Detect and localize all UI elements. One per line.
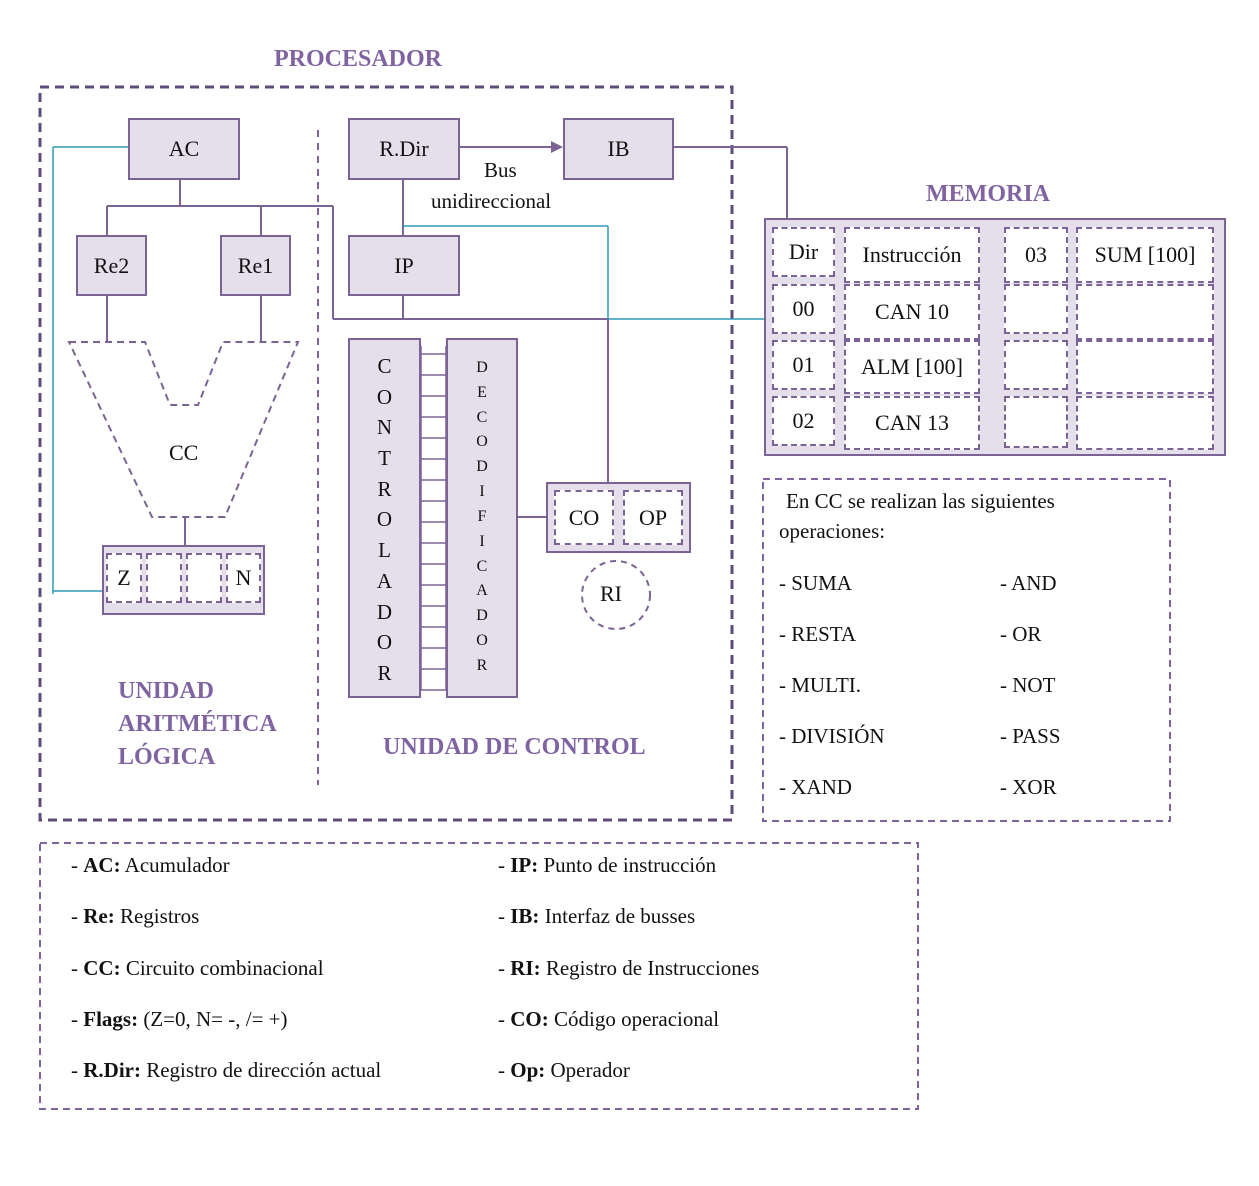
mem-cell-instr-2 — [1076, 284, 1214, 340]
control-ladder — [420, 346, 447, 691]
re1-register[interactable]: Re1 — [220, 235, 291, 296]
ri-circle — [581, 560, 651, 630]
operation-item: - OR — [1000, 622, 1042, 646]
mem-header-instruccion: Instrucción — [844, 227, 980, 283]
memory-title: MEMORIA — [926, 181, 1050, 207]
cc-label: CC — [169, 440, 199, 465]
legend-item: - CC: Circuito combinacional — [71, 956, 324, 980]
alu-title-line1: UNIDAD — [118, 678, 214, 704]
alu-title-line2: ARITMÉTICA — [118, 711, 277, 737]
re1-label: Re1 — [237, 252, 274, 278]
mem-cell-dir: 00 — [772, 284, 835, 334]
mem-cell-dir: 01 — [772, 340, 835, 390]
flag-empty-1 — [146, 553, 182, 603]
mem-header-sum: SUM [100] — [1076, 227, 1214, 283]
alu-title-line3: LÓGICA — [118, 744, 216, 770]
processor-title: PROCESADOR — [274, 46, 443, 72]
mem-cell-instr: CAN 10 — [844, 284, 980, 340]
mem-header-dir-2: 03 — [1004, 227, 1068, 283]
ri-label: RI — [600, 581, 622, 606]
re2-register[interactable]: Re2 — [76, 235, 147, 296]
control-unit-title: UNIDAD DE CONTROL — [383, 734, 646, 760]
legend-item: - CO: Código operacional — [498, 1007, 720, 1031]
mem-cell-dir-2 — [1004, 396, 1068, 448]
operations-intro-line1: En CC se realizan las siguientes — [786, 489, 1055, 513]
operation-item: - AND — [1000, 571, 1057, 595]
operations-frame — [762, 478, 1171, 822]
ib-register[interactable]: IB — [563, 118, 674, 180]
op-field: OP — [623, 490, 683, 545]
bus-label-line1: Bus — [484, 158, 517, 182]
operation-item: - XAND — [779, 775, 852, 799]
ac-label: AC — [168, 136, 200, 161]
processor-frame — [38, 85, 734, 822]
mem-cell-dir-2 — [1004, 340, 1068, 390]
mem-cell-instr-2 — [1076, 340, 1214, 394]
operation-item: - PASS — [1000, 724, 1061, 748]
re2-label: Re2 — [93, 252, 130, 278]
mem-header-dir: Dir — [772, 227, 835, 277]
legend-frame — [39, 842, 919, 1110]
decodificador-block[interactable] — [446, 338, 518, 698]
mem-cell-instr-2 — [1076, 396, 1214, 450]
operation-item: - MULTI. — [779, 673, 862, 697]
rdir-label: R.Dir — [379, 136, 429, 161]
mem-cell-dir: 02 — [772, 396, 835, 446]
flag-n: N — [226, 553, 261, 603]
mem-cell-dir-2 — [1004, 284, 1068, 334]
legend-item: - IP: Punto de instrucción — [498, 853, 717, 877]
flag-z: Z — [106, 553, 142, 603]
ac-register[interactable]: AC — [128, 118, 240, 180]
co-field: CO — [554, 490, 614, 545]
operation-item: - XOR — [1000, 775, 1057, 799]
legend-item: - Re: Registros — [71, 904, 200, 928]
legend-item: - RI: Registro de Instrucciones — [498, 956, 760, 980]
legend-item: - IB: Interfaz de busses — [498, 904, 696, 928]
bus-label-line2: unidireccional — [431, 189, 552, 213]
rdir-register[interactable]: R.Dir — [348, 118, 460, 180]
operation-item: - NOT — [1000, 673, 1056, 697]
mem-cell-instr: CAN 13 — [844, 396, 980, 450]
legend-item: - R.Dir: Registro de dirección actual — [71, 1058, 382, 1082]
operation-item: - SUMA — [779, 571, 852, 595]
flag-empty-2 — [186, 553, 222, 603]
ip-label: IP — [394, 252, 414, 278]
operation-item: - DIVISIÓN — [779, 724, 885, 748]
legend-item: - AC: Acumulador — [71, 853, 230, 877]
operations-intro-line2: operaciones: — [779, 519, 886, 543]
operation-item: - RESTA — [779, 622, 857, 646]
legend-item: - Op: Operador — [498, 1058, 630, 1082]
mem-cell-instr: ALM [100] — [844, 340, 980, 394]
cc-shape — [67, 341, 300, 518]
legend-item: - Flags: (Z=0, N= -, /= +) — [71, 1007, 288, 1031]
controlador-block[interactable] — [348, 338, 421, 698]
ip-register[interactable]: IP — [348, 235, 460, 296]
ib-label: IB — [607, 136, 630, 161]
